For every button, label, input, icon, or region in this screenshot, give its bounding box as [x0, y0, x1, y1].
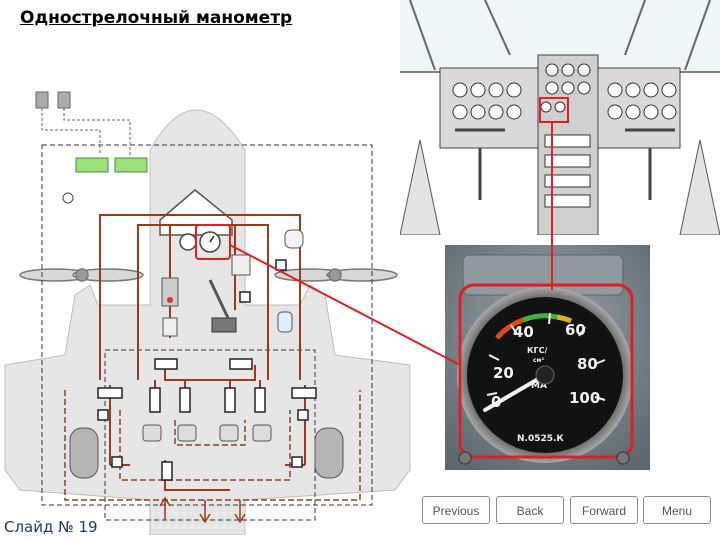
forward-button[interactable]: Forward [570, 496, 638, 524]
menu-button[interactable]: Menu [643, 496, 711, 524]
gauge-needle [483, 373, 547, 412]
scale-label-20: 20 [493, 364, 514, 382]
unit-label-2: см² [533, 357, 544, 364]
scale-label-80: 80 [577, 355, 598, 373]
slide-number: Слайд № 19 [4, 518, 98, 536]
right-propeller [274, 268, 398, 282]
left-propeller [19, 268, 144, 282]
scale-label-60: 60 [565, 321, 586, 339]
scale-label-100: 100 [569, 389, 600, 407]
cockpit-illustration [400, 0, 720, 235]
aircraft-scheme [4, 91, 411, 535]
scale-label-40: 40 [513, 323, 534, 341]
serial-number: N.0525.К [517, 434, 564, 444]
unit-label: КГС/ [527, 346, 548, 355]
back-button[interactable]: Back [496, 496, 564, 524]
slide-title: Однострелочный манометр [20, 8, 293, 28]
previous-button[interactable]: Previous [422, 496, 490, 524]
ma-label: MA [531, 381, 547, 391]
gauge-photo: 0 20 40 60 80 100 КГС/ см² MA N.0525.К [445, 245, 650, 470]
